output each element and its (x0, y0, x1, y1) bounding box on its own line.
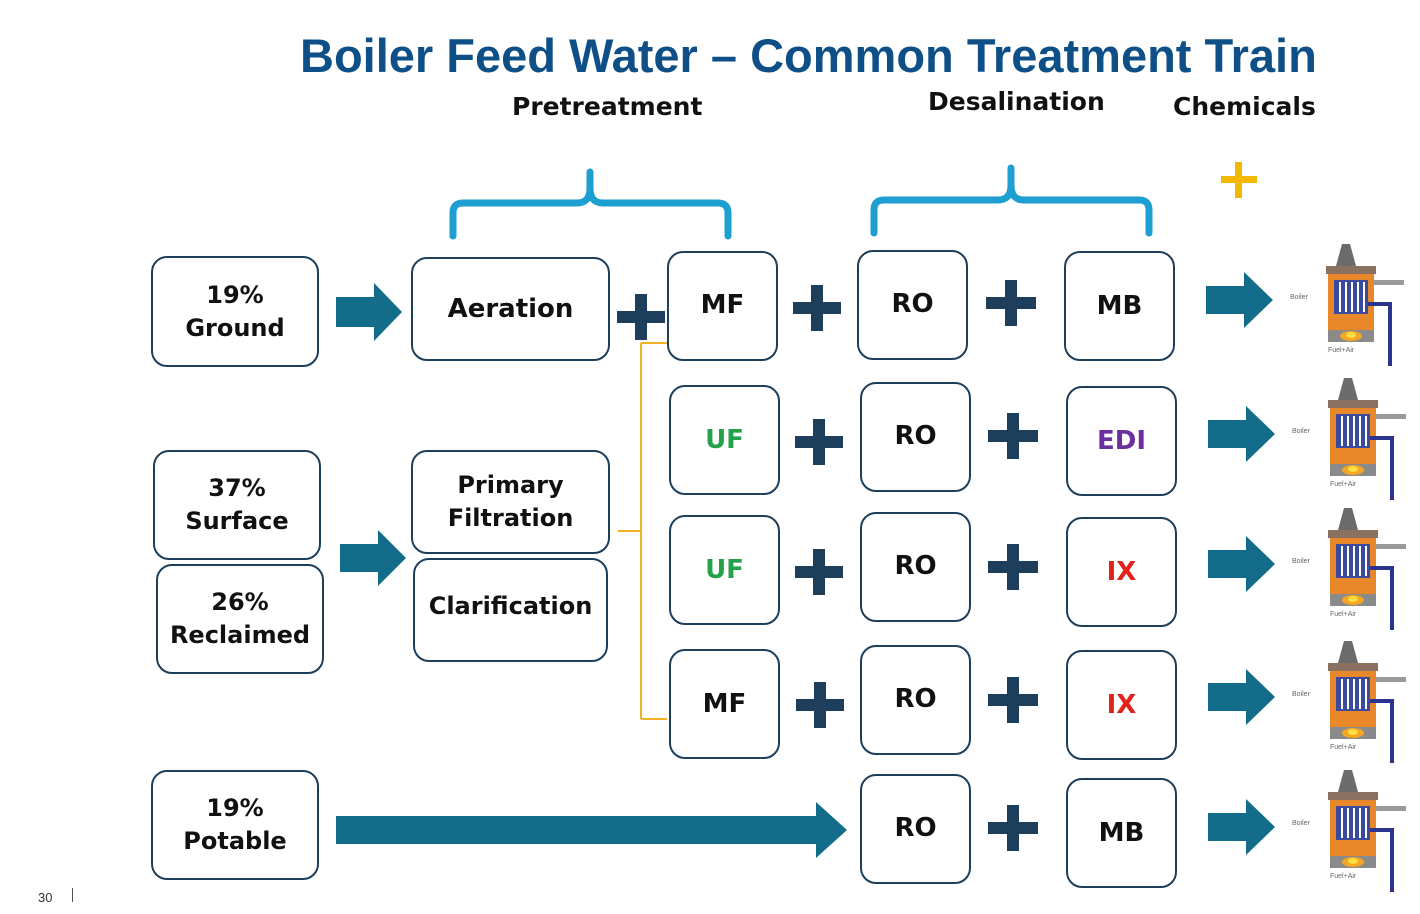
row3-filter-box: UF (669, 515, 780, 625)
page-title: Boiler Feed Water – Common Treatment Tra… (300, 29, 1317, 82)
row1-filter-label: MF (700, 290, 745, 320)
arrow-right-icon (336, 283, 402, 341)
arrow-right-icon (336, 802, 847, 858)
row2-desal-label: RO (894, 421, 937, 451)
row2-desal-box: RO (860, 382, 971, 492)
boiler-label: Boiler (1292, 428, 1310, 435)
row1-polish-label: MB (1096, 290, 1143, 321)
source-ground-label: Ground (185, 313, 285, 342)
row3-polish-label: IX (1106, 556, 1137, 587)
clarification-box: Clarification (413, 558, 608, 662)
source-surface-pct: 37% (208, 474, 266, 502)
row4-desal-label: RO (894, 684, 937, 714)
row5-polish-label: MB (1098, 817, 1145, 848)
page-number: 30 (38, 890, 53, 905)
source-reclaimed-pct: 26% (211, 588, 269, 616)
row4-filter-label: MF (702, 688, 747, 719)
arrow-right-icon (340, 530, 406, 586)
plus-icon (1221, 162, 1257, 198)
row2-polish-box: EDI (1066, 386, 1177, 496)
plus-icon (617, 294, 665, 340)
boiler-label: Boiler (1290, 294, 1308, 301)
row1-desal-box: RO (857, 250, 968, 360)
source-potable-pct: 19% (206, 794, 264, 822)
row5-polish-box: MB (1066, 778, 1177, 888)
row4-polish-box: IX (1066, 650, 1177, 760)
page-number-divider (72, 888, 73, 902)
boiler-fuel-label: Fuel+Air (1330, 611, 1357, 618)
primary-filtration-box: Primary Filtration (411, 450, 610, 554)
row5-desal-label: RO (894, 813, 937, 843)
boiler-fuel-label: Fuel+Air (1330, 481, 1357, 488)
plus-icon (796, 682, 844, 728)
plus-icon (988, 805, 1038, 851)
source-potable-label: Potable (183, 827, 287, 855)
row2-polish-label: EDI (1096, 425, 1147, 456)
plus-icon (988, 544, 1038, 590)
source-reclaimed-label: Reclaimed (169, 621, 311, 649)
clarification-label: Clarification (428, 592, 593, 620)
source-ground-box: 19% Ground (151, 256, 319, 367)
section-label-desalination: Desalination (928, 87, 1105, 116)
section-label-chemicals: Chemicals (1173, 92, 1316, 121)
row3-desal-box: RO (860, 512, 971, 622)
row1-desal-label: RO (891, 289, 934, 319)
row1-polish-box: MB (1064, 251, 1175, 361)
source-potable-box: 19% Potable (151, 770, 319, 880)
bracket-icon (870, 164, 1153, 237)
boiler-fuel-label: Fuel+Air (1330, 744, 1357, 751)
boiler-fuel-label: Fuel+Air (1328, 347, 1355, 354)
aeration-box: Aeration (411, 257, 610, 361)
row5-desal-box: RO (860, 774, 971, 884)
plus-icon (793, 285, 841, 331)
row1-filter-box: MF (667, 251, 778, 361)
boiler-label: Boiler (1292, 820, 1310, 827)
bracket-icon (449, 168, 732, 240)
row4-filter-box: MF (669, 649, 780, 759)
boiler-label: Boiler (1292, 691, 1310, 698)
arrow-right-icon (1206, 272, 1275, 855)
boiler-fuel-label: Fuel+Air (1330, 873, 1357, 880)
plus-icon (988, 413, 1038, 459)
primary-filtration-line2: Filtration (447, 504, 574, 532)
source-surface-label: Surface (185, 507, 289, 535)
row3-polish-box: IX (1066, 517, 1177, 627)
plus-icon (986, 280, 1036, 326)
row4-desal-box: RO (860, 645, 971, 755)
source-surface-box: 37% Surface (153, 450, 321, 560)
section-label-pretreatment: Pretreatment (512, 92, 703, 121)
connector-lines (618, 342, 667, 720)
aeration-label: Aeration (447, 293, 574, 324)
row3-desal-label: RO (894, 551, 937, 581)
source-ground-pct: 19% (206, 280, 264, 309)
plus-icon (795, 549, 843, 595)
plus-icon (795, 419, 843, 465)
plus-icon (988, 677, 1038, 723)
row2-filter-box: UF (669, 385, 780, 495)
row4-polish-label: IX (1106, 689, 1137, 720)
primary-filtration-line1: Primary (457, 471, 564, 499)
row3-filter-label: UF (705, 554, 744, 585)
source-reclaimed-box: 26% Reclaimed (156, 564, 324, 674)
row2-filter-label: UF (705, 424, 744, 455)
boiler-label: Boiler (1292, 558, 1310, 565)
